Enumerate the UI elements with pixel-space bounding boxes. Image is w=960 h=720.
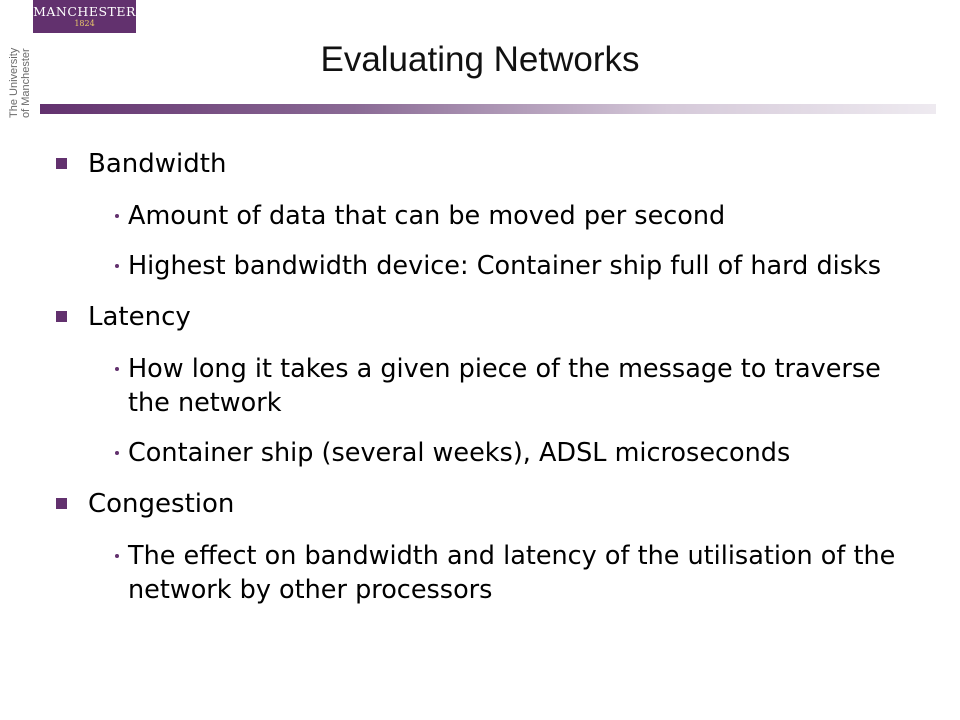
sub-bullet-text: Container ship (several weeks), ADSL mic…	[128, 438, 791, 468]
sub-bullet: The effect on bandwidth and latency of t…	[56, 539, 916, 607]
sub-bullet: Highest bandwidth device: Container ship…	[56, 249, 916, 283]
logo-wordmark: MANCHESTER	[33, 4, 136, 19]
title-divider-bar	[40, 104, 936, 114]
bullet-heading: Congestion	[88, 489, 235, 519]
sub-bullet-text: The effect on bandwidth and latency of t…	[128, 541, 896, 605]
logo-year: 1824	[74, 19, 95, 28]
university-logo: MANCHESTER 1824	[33, 0, 136, 33]
sub-bullet-text: How long it takes a given piece of the m…	[128, 354, 881, 418]
bullet-heading: Bandwidth	[88, 149, 227, 179]
bullet-bandwidth: Bandwidth	[56, 145, 916, 183]
bullet-congestion: Congestion	[56, 485, 916, 523]
sub-bullet-text: Amount of data that can be moved per sec…	[128, 201, 726, 231]
square-bullet-icon	[56, 311, 67, 322]
dot-bullet-icon	[115, 554, 119, 558]
slide-title: Evaluating Networks	[320, 40, 640, 79]
sub-bullet: Amount of data that can be moved per sec…	[56, 199, 916, 233]
square-bullet-icon	[56, 498, 67, 509]
square-bullet-icon	[56, 158, 67, 169]
sub-bullet-text: Highest bandwidth device: Container ship…	[128, 251, 882, 281]
dot-bullet-icon	[115, 451, 119, 455]
dot-bullet-icon	[115, 214, 119, 218]
dot-bullet-icon	[115, 264, 119, 268]
bullet-heading: Latency	[88, 302, 191, 332]
bullet-list: Bandwidth Amount of data that can be mov…	[56, 145, 916, 607]
sub-bullet: How long it takes a given piece of the m…	[56, 352, 916, 420]
dot-bullet-icon	[115, 367, 119, 371]
bullet-latency: Latency	[56, 298, 916, 336]
sub-bullet: Container ship (several weeks), ADSL mic…	[56, 436, 916, 470]
